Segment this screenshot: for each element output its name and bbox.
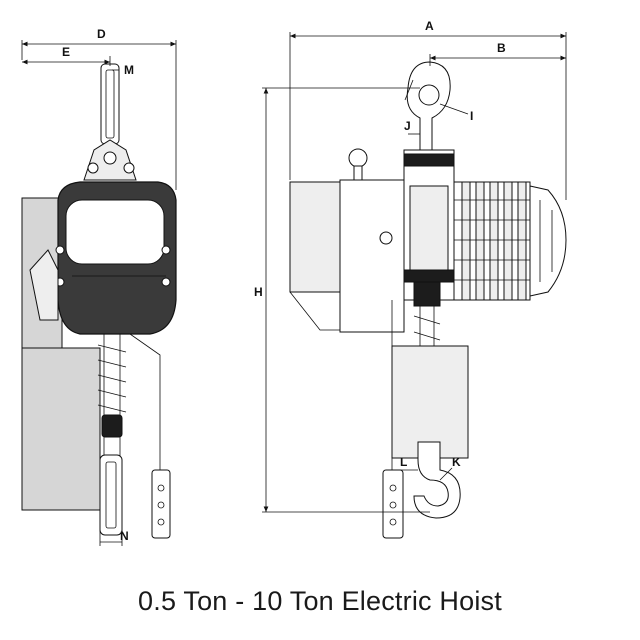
dimension-e: E: [22, 45, 111, 66]
top-hook: [404, 61, 451, 151]
bottom-hook: [413, 441, 461, 519]
dimension-j: J: [404, 119, 420, 135]
label-n: N: [120, 529, 129, 543]
motor-fins: [453, 181, 531, 301]
label-l: L: [400, 455, 407, 469]
label-a: A: [425, 19, 434, 33]
label-m: M: [124, 63, 134, 77]
dimension-k: K: [439, 455, 461, 481]
dimension-a: A: [289, 19, 567, 200]
side-view: [21, 63, 177, 539]
label-k: K: [452, 455, 461, 469]
dimension-l: L: [400, 455, 418, 471]
label-j: J: [404, 119, 411, 133]
dimension-b: B: [429, 41, 566, 66]
dimension-m: M: [112, 63, 134, 80]
front-view: [289, 61, 567, 539]
figure-caption: 0.5 Ton - 10 Ton Electric Hoist: [138, 586, 502, 616]
dimension-h: H: [254, 87, 430, 513]
dimension-d: D: [21, 27, 177, 190]
label-i: I: [470, 109, 473, 123]
label-d: D: [97, 27, 106, 41]
dimension-n: N: [99, 529, 129, 546]
label-h: H: [254, 285, 263, 299]
dimension-i: I: [439, 103, 473, 123]
load-chain: [97, 334, 127, 460]
label-e: E: [62, 45, 70, 59]
label-b: B: [497, 41, 506, 55]
